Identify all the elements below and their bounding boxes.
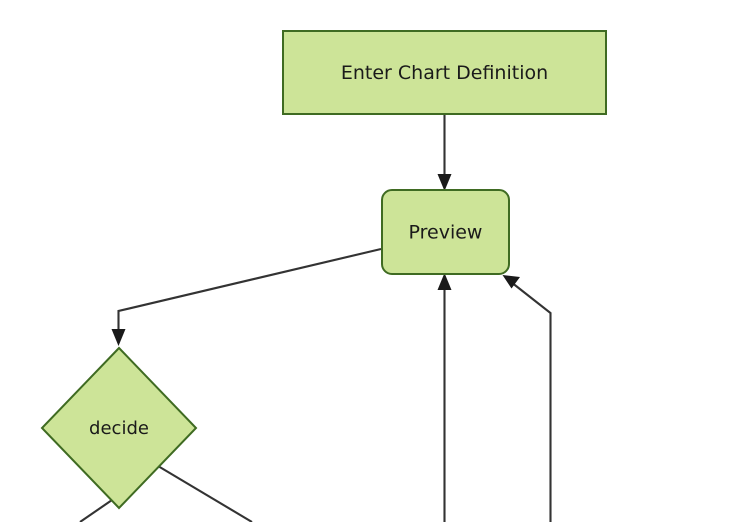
edge-enter-to-preview	[437, 114, 452, 191]
node-shape-rectangle[interactable]	[282, 30, 607, 115]
node-label-preview: Preview	[409, 222, 483, 244]
node-shape-diamond[interactable]	[40, 346, 198, 510]
arrow-head-icon	[111, 329, 126, 346]
arrow-head-icon	[437, 273, 452, 290]
arrow-head-icon	[437, 174, 452, 191]
edge-bottom-right-to-preview	[502, 275, 552, 522]
node-enter-chart-definition[interactable]: Enter Chart Definition	[282, 30, 607, 115]
node-preview[interactable]: Preview	[381, 189, 510, 275]
edge-line	[510, 281, 552, 522]
node-label-decide: decide	[89, 418, 149, 439]
edge-decide-bottom-left	[79, 499, 113, 522]
edge-bottom-left-to-preview	[437, 273, 452, 522]
node-decide[interactable]: decide	[40, 346, 198, 510]
edge-decide-bottom-right	[157, 465, 253, 522]
edge-line	[157, 465, 253, 522]
edge-preview-to-decide	[111, 247, 382, 346]
edge-line	[79, 499, 113, 522]
arrow-head-icon	[502, 275, 520, 289]
node-label-enter-chart-definition: Enter Chart Definition	[341, 62, 548, 84]
edge-line	[117, 247, 382, 337]
node-shape-rounded-rectangle[interactable]	[381, 189, 510, 275]
